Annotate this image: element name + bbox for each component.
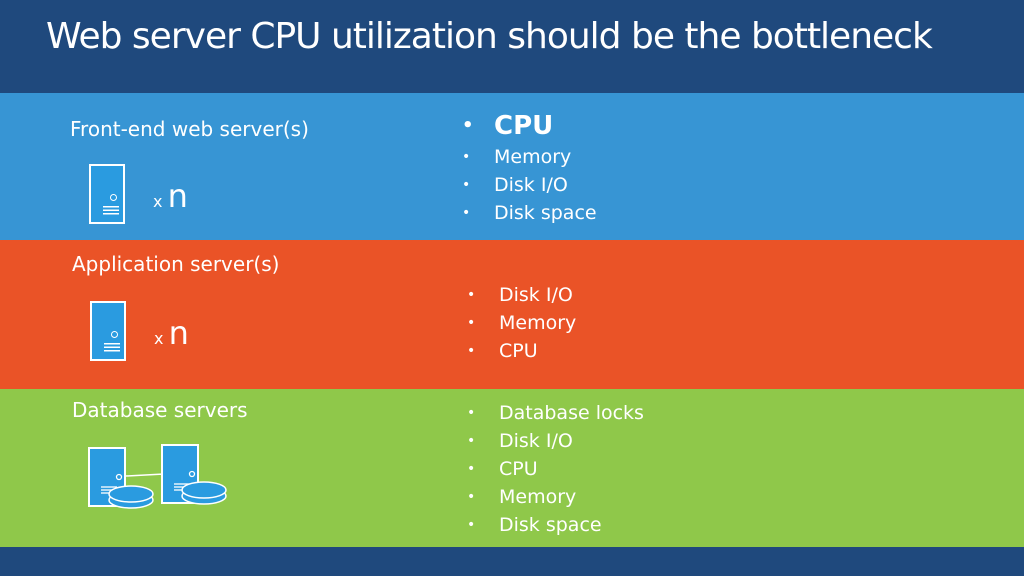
frontend-multiplier: x n bbox=[153, 177, 188, 215]
list-item: Disk I/O bbox=[462, 171, 597, 199]
list-item: Memory bbox=[467, 483, 644, 511]
list-item: Database locks bbox=[467, 399, 644, 427]
list-item: CPU bbox=[462, 109, 597, 143]
frontend-section: Front-end web server(s) x n CPU Memory D… bbox=[0, 93, 1024, 240]
list-item: Disk I/O bbox=[467, 427, 644, 455]
database-title: Database servers bbox=[72, 398, 248, 422]
frontend-title: Front-end web server(s) bbox=[70, 117, 309, 141]
title-band: Web server CPU utilization should be the… bbox=[0, 0, 1024, 93]
database-bottleneck-list: Database locks Disk I/O CPU Memory Disk … bbox=[467, 399, 644, 539]
application-bottleneck-list: Disk I/O Memory CPU bbox=[467, 281, 576, 365]
list-item: Disk space bbox=[462, 199, 597, 227]
multiplier-n: n bbox=[167, 177, 188, 215]
application-multiplier: x n bbox=[154, 314, 189, 352]
multiplier-n: n bbox=[168, 314, 189, 352]
list-item: Disk space bbox=[467, 511, 644, 539]
server-icon bbox=[89, 164, 125, 224]
application-section: Application server(s) x n Disk I/O Memor… bbox=[0, 240, 1024, 389]
list-item: Memory bbox=[462, 143, 597, 171]
server-icon bbox=[90, 301, 126, 361]
list-item: Memory bbox=[467, 309, 576, 337]
database-section: Database servers Database locks Disk I/O… bbox=[0, 389, 1024, 547]
list-item: CPU bbox=[467, 337, 576, 365]
list-item: Disk I/O bbox=[467, 281, 576, 309]
multiplier-x: x bbox=[154, 329, 164, 348]
slide-title: Web server CPU utilization should be the… bbox=[46, 16, 933, 57]
application-title: Application server(s) bbox=[72, 252, 280, 276]
database-servers-icon bbox=[88, 444, 227, 509]
multiplier-x: x bbox=[153, 192, 163, 211]
footer-band bbox=[0, 547, 1024, 576]
frontend-bottleneck-list: CPU Memory Disk I/O Disk space bbox=[462, 109, 597, 227]
list-item: CPU bbox=[467, 455, 644, 483]
